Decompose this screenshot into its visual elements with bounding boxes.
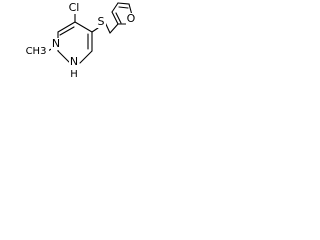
ring-bond-c4-c5 (57, 21, 76, 33)
chlorine-label-bg (66, 2, 82, 14)
furan-bond-c3-c4 (111, 2, 119, 13)
ring-bond-c4-c5-double (59, 26, 75, 36)
furan-oxygen-label-bg (126, 13, 136, 25)
methyl-nitrogen-label-bg (51, 38, 61, 50)
sulfur-label: S (98, 15, 105, 28)
methyl-nitrogen-label: N (52, 37, 60, 50)
furan-bond-c2-c3 (111, 11, 119, 25)
bond-ch2-furan (109, 23, 119, 34)
ring-bond-n1-n2 (79, 50, 93, 64)
methyl-label-bg (24, 45, 49, 57)
nh-hydrogen-label: H (70, 69, 78, 80)
furan-bond-c4-c5-double (118, 6, 129, 9)
sulfur-label-bg (97, 16, 106, 28)
chlorine-label: Cl (69, 1, 80, 14)
ring-bonds (57, 21, 93, 64)
furan-oxygen-label: O (127, 12, 136, 25)
chemical-structure-diagram: Cl S O N N H CH3 (24, 1, 136, 80)
methyl-label: CH3 (26, 46, 47, 57)
nh-nitrogen-label-bg (69, 56, 79, 68)
ring-bond-c5-c6 (74, 21, 93, 33)
nh-nitrogen-label: N (70, 55, 78, 68)
furan-bond-c4-c5 (117, 2, 130, 5)
furan-ring (111, 2, 133, 25)
furan-bond-c2-c3-double (115, 12, 122, 24)
bond-ring-sulfur (91, 27, 99, 33)
ring-bond-n2-c3 (57, 50, 71, 64)
